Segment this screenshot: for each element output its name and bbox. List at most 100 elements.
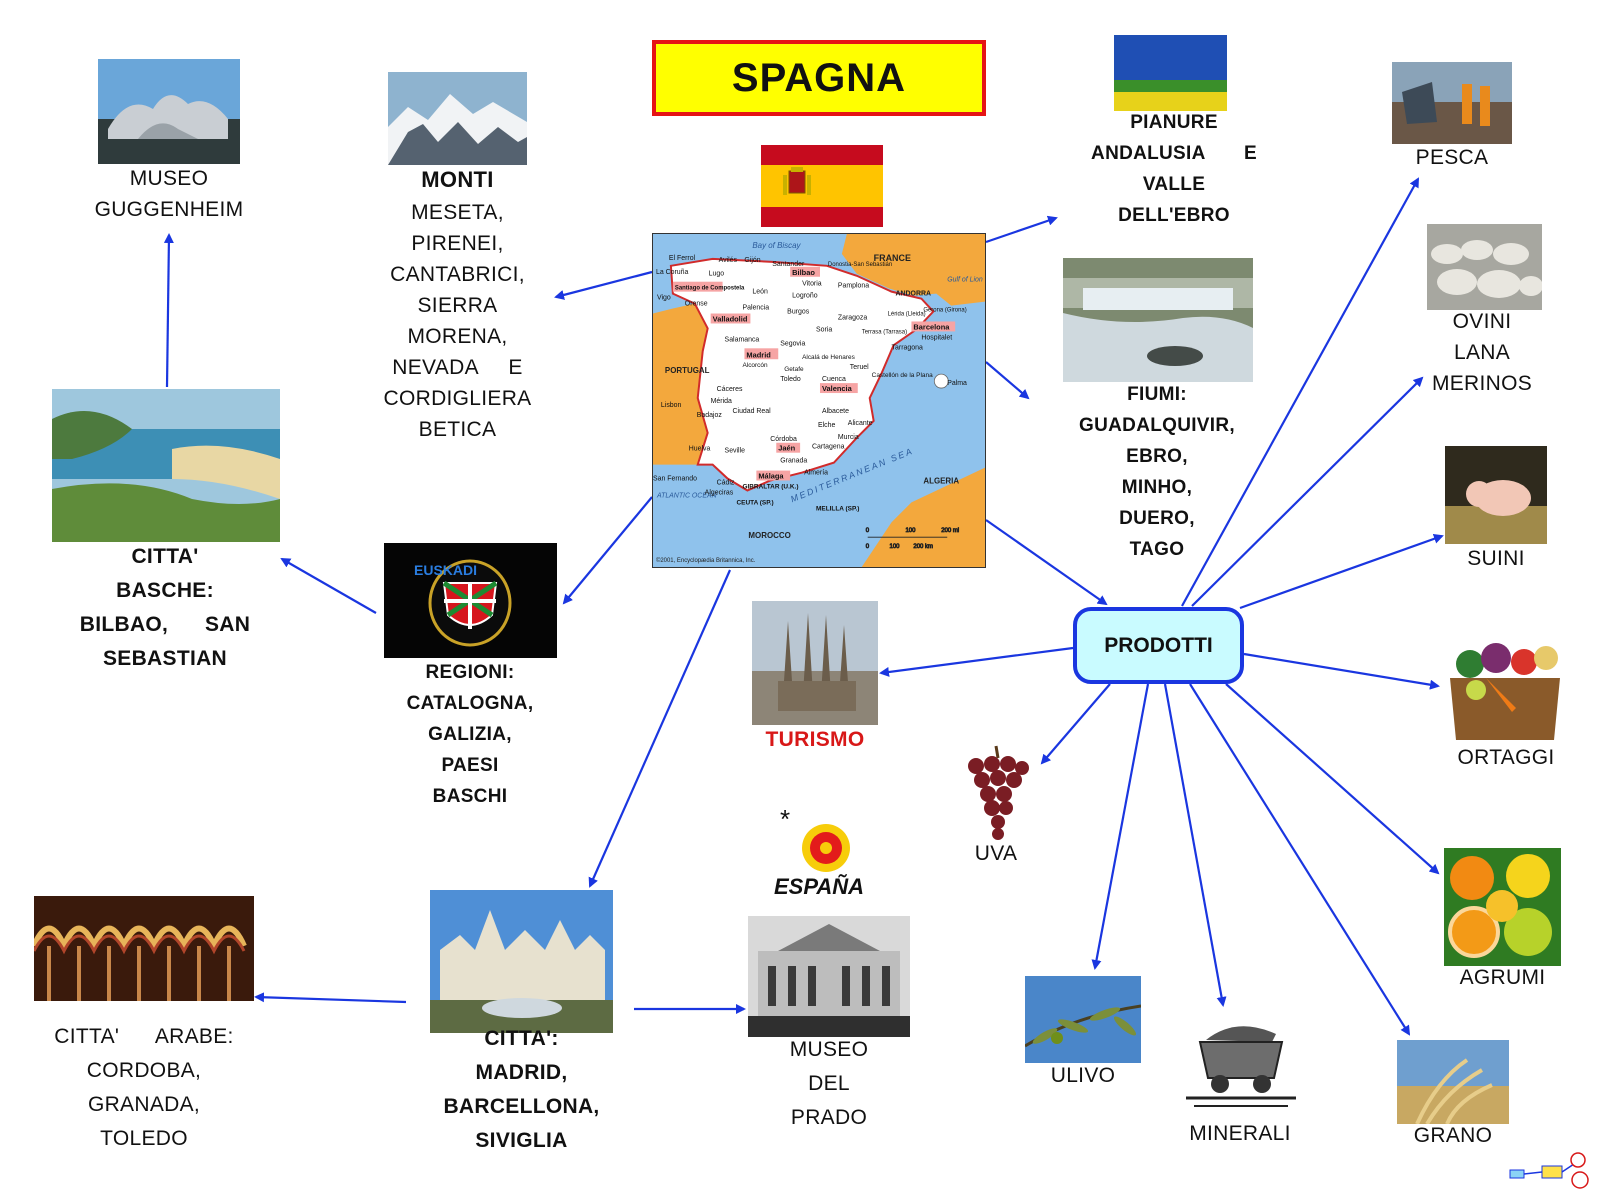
ovini-line-1: OVINI: [1452, 310, 1512, 333]
suini-label: SUINI: [1467, 547, 1525, 570]
map-scale-mi-100: 100: [905, 528, 916, 534]
map-city-lerida: Lérida (Lleida): [888, 312, 926, 318]
citta-line-2: MADRID,: [475, 1061, 568, 1084]
map-city-lugo: Lugo: [709, 271, 725, 278]
map-city-cuenca: Cuenca: [822, 376, 846, 383]
map-city-cordoba: Córdoba: [770, 436, 797, 443]
guggenheim-photo: [98, 59, 240, 164]
arrow-to-ulivo: [1091, 683, 1150, 970]
citta-basche-line-4: SEBASTIAN: [102, 647, 228, 670]
map-city-terrasa: Terrasa (Tarrasa): [862, 329, 907, 335]
fiumi-line-2: GUADALQUIVIR,: [1079, 415, 1235, 436]
fiumi-line-6: TAGO: [1129, 539, 1185, 560]
mountains-photo: [388, 72, 527, 165]
ulivo-label: ULIVO: [1050, 1064, 1116, 1087]
arrow-to-grano: [1189, 683, 1411, 1036]
fiumi-line-4: MINHO,: [1121, 477, 1193, 498]
map-city-badajoz: Badajoz: [697, 412, 723, 419]
map-city-cartagena: Cartagena: [812, 444, 845, 451]
map-copyright: ©2001, Encyclopædia Britannica, Inc.: [656, 557, 756, 564]
ovini-line-2: LANA: [1453, 341, 1511, 364]
arrow-to-monti: [554, 270, 653, 300]
map-city-palma: Palma: [947, 380, 967, 387]
map-label-atlantic: ATLANTIC OCEAN: [656, 492, 718, 499]
map-city-burgos: Burgos: [787, 309, 810, 316]
map-city-getafe: Getafe: [784, 366, 804, 373]
museo-prado-line-1: MUSEO: [789, 1038, 869, 1061]
map-city-huelva: Huelva: [689, 446, 711, 453]
citta-arabe-line-3: GRANADA,: [87, 1093, 201, 1116]
map-city-san-fernando: San Fernando: [653, 476, 697, 483]
regioni-line-3: GALIZIA,: [428, 724, 512, 745]
portugal-north: [653, 303, 708, 354]
fiumi-label: FIUMI: GUADALQUIVIR, EBRO, MINHO, DUERO,…: [1060, 379, 1254, 565]
citta-basche-label: CITTA' BASCHE: BILBAO, SAN SEBASTIAN: [70, 540, 260, 676]
citta-arabe-line-2: CORDOBA,: [86, 1059, 202, 1082]
arrow-to-uva: [1040, 683, 1111, 765]
map-scale-km-200: 200 km: [913, 544, 933, 550]
map-label-morocco: MOROCCO: [748, 531, 790, 540]
arrow-to-fiumi: [985, 361, 1030, 400]
map-city-palencia: Palencia: [742, 305, 769, 312]
map-city-gibraltar: GIBRALTAR (U.K.): [742, 483, 798, 490]
map-city-logrono: Logroño: [792, 293, 818, 300]
map-city-leon: León: [752, 289, 768, 296]
citta-arabe-line-1: CITTA' ARABE:: [54, 1025, 234, 1048]
map-city-hospitalet: Hospitalet: [921, 334, 952, 341]
madrid-cibeles-photo: [430, 890, 613, 1033]
map-capital-madrid: Madrid: [746, 350, 771, 359]
map-scale-km-0: 0: [866, 544, 870, 550]
map-city-seville: Seville: [725, 448, 746, 455]
map-city-melilla: MELILLA (SP.): [816, 505, 859, 512]
map-city-gerona: Gerona (Girona): [923, 308, 966, 314]
map-city-pamplona: Pamplona: [838, 283, 869, 290]
pianure-line-4: DELL'EBRO: [1118, 205, 1230, 226]
arrow-to-agrumi: [1225, 683, 1440, 875]
map-city-granada: Granada: [780, 458, 807, 465]
map-city-santander: Santander: [772, 261, 805, 268]
espana-star-icon: *: [780, 808, 790, 834]
san-sebastian-photo: [52, 389, 280, 542]
map-scale-mi-200: 200 mi: [941, 528, 959, 534]
map-label-portugal: PORTUGAL: [665, 366, 710, 375]
pig-photo: [1445, 446, 1547, 544]
citta-line-4: SIVIGLIA: [475, 1129, 568, 1152]
map-city-teruel: Teruel: [850, 364, 869, 371]
citta-arabe-line-4: TOLEDO: [100, 1127, 188, 1150]
map-city-orense: Orense: [685, 301, 708, 308]
map-city-ciudad-real: Ciudad Real: [733, 408, 772, 415]
map-city-soria: Soria: [816, 326, 832, 333]
map-city-cadiz: Cádiz: [717, 479, 735, 486]
map-label-france: FRANCE: [874, 253, 911, 263]
map-label-bay-of-biscay: Bay of Biscay: [752, 241, 801, 250]
euskadi-badge-image: EUSKADI: [384, 543, 557, 658]
arrow-to-suini: [1239, 533, 1444, 610]
arrow-to-pesca: [1181, 177, 1419, 607]
citta-line-3: BARCELLONA,: [443, 1095, 600, 1118]
prodotti-hub: PRODOTTI: [1073, 607, 1244, 684]
map-city-san-sebastian: Donostia-San Sebastián: [828, 262, 892, 268]
map-scale-km-100: 100: [890, 544, 901, 550]
espana-tourism-logo: * ESPAÑA: [770, 808, 874, 900]
map-city-tarragona: Tarragona: [892, 344, 923, 351]
monti-line-1: MESETA,: [411, 201, 504, 224]
arrow-to-citta-arabe: [254, 992, 407, 1004]
monti-line-6: NEVADA E: [392, 356, 523, 379]
map-city-vigo: Vigo: [657, 295, 671, 302]
pianure-line-1: PIANURE: [1130, 112, 1218, 133]
page-title: SPAGNA: [652, 40, 986, 116]
sagrada-familia-photo: [752, 601, 878, 725]
citta-basche-line-2: BASCHE:: [116, 579, 214, 602]
map-city-almeria: Almería: [804, 470, 828, 477]
map-capital-valladolid: Valladolid: [713, 314, 748, 323]
map-capital-jaen: Jaén: [778, 444, 795, 453]
map-capital-barcelona: Barcelona: [913, 322, 950, 331]
pianure-line-3: VALLE: [1142, 174, 1206, 195]
map-capital-bilbao: Bilbao: [792, 268, 815, 277]
france-land: [841, 234, 985, 306]
fishing-photo: [1392, 62, 1512, 144]
map-city-albacete: Albacete: [822, 408, 849, 415]
map-city-castellon: Castellón de la Plana: [872, 372, 933, 379]
map-label-andorra: ANDORRA: [896, 291, 931, 298]
